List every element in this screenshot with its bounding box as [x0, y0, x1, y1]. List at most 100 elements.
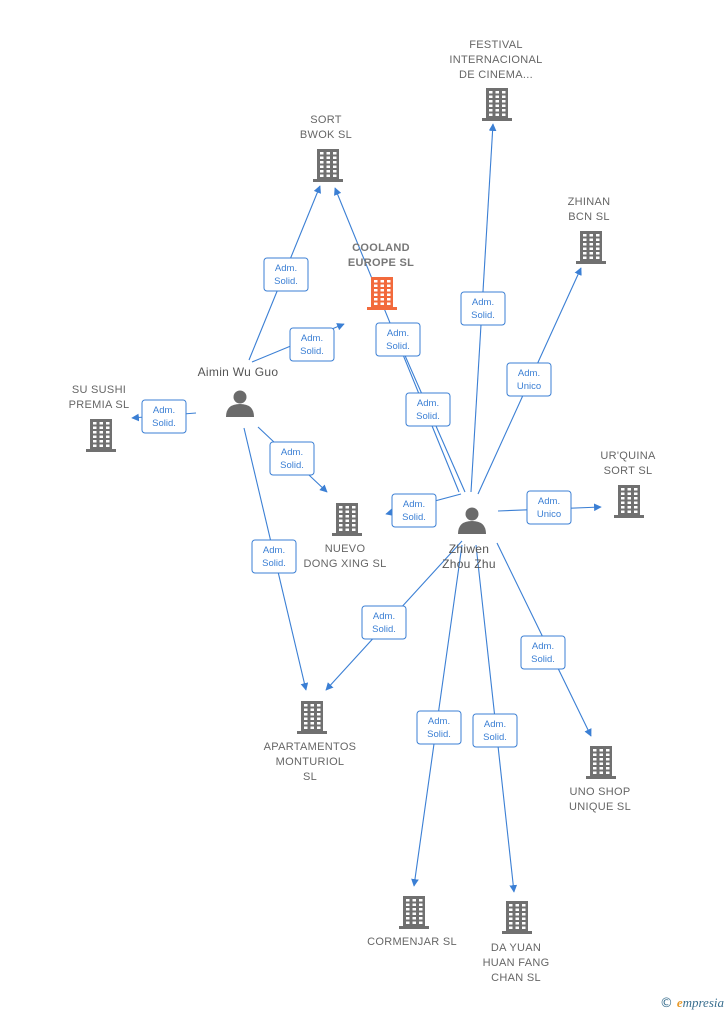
edge-role-badge[interactable]: Adm. Solid. [472, 713, 518, 748]
building-icon [586, 746, 616, 779]
edge-role-badge[interactable]: Adm. Solid. [375, 322, 421, 357]
company-name: UNIQUE SL [569, 801, 631, 813]
edge-role-box [391, 493, 437, 528]
empresia-watermark: ©empresia [660, 995, 724, 1011]
edge-role-box [472, 713, 518, 748]
edge-role-badge[interactable]: Adm. Solid. [416, 710, 462, 745]
company-name: INTERNACIONAL [449, 54, 542, 66]
edge-role-text: Solid. [531, 654, 555, 665]
edge-role-box [405, 392, 451, 427]
company-name: PREMIA SL [69, 399, 130, 411]
company-name: CHAN SL [491, 972, 541, 984]
company-node-apartamentos[interactable]: APARTAMENTOS MONTURIOL SL [264, 701, 357, 783]
company-name: MONTURIOL [276, 756, 345, 768]
company-node-cooland[interactable]: COOLAND EUROPE SL [348, 242, 414, 310]
edge-role-text: Solid. [372, 624, 396, 635]
edge-role-text: Adm. [484, 719, 506, 730]
edge-role-text: Solid. [152, 418, 176, 429]
company-name: SL [303, 771, 317, 783]
edge-role-badge[interactable]: Adm. Solid. [520, 635, 566, 670]
edge-role-text: Solid. [427, 729, 451, 740]
company-name: NUEVO [325, 543, 366, 555]
company-name: UNO SHOP [569, 786, 630, 798]
building-icon [367, 277, 397, 310]
edge-role-badge[interactable]: Adm.Solid. [391, 493, 437, 528]
brand-name: mpresia [682, 995, 724, 1010]
company-node-uno-shop[interactable]: UNO SHOP UNIQUE SL [569, 746, 631, 813]
edge-role-text: Unico [537, 509, 561, 520]
edge-role-text: Adm. [532, 641, 554, 652]
edge-role-text: Adm. [281, 447, 303, 458]
edge-role-box [289, 327, 335, 362]
edge-role-text: Solid. [386, 341, 410, 352]
building-icon [297, 701, 327, 734]
building-icon [614, 485, 644, 518]
building-icon [502, 901, 532, 934]
edge-role-badge[interactable]: Adm. Solid. [141, 399, 187, 434]
company-name: EUROPE SL [348, 257, 414, 269]
person-node-aimin[interactable]: Aimin Wu Guo [198, 365, 279, 417]
edge-role-text: Adm. [417, 398, 439, 409]
edge-role-badge[interactable]: Adm.Unico [506, 362, 552, 397]
edge-role-text: Solid. [262, 558, 286, 569]
copyright-icon: © [659, 996, 673, 1011]
company-name: CORMENJAR SL [367, 936, 457, 948]
edge-role-text: Solid. [483, 732, 507, 743]
company-node-cormenjar[interactable]: CORMENJAR SL [367, 896, 457, 948]
company-name: DA YUAN [491, 942, 541, 954]
edge-role-text: Adm. [403, 499, 425, 510]
person-icon [458, 507, 486, 534]
edge-role-text: Adm. [428, 716, 450, 727]
company-name: APARTAMENTOS [264, 741, 357, 753]
company-name: SORT [310, 114, 342, 126]
company-name: DONG XING SL [303, 558, 386, 570]
edge-role-badge[interactable]: Adm.Solid. [361, 605, 407, 640]
person-name: Zhiwen [449, 542, 489, 556]
company-name: DE CINEMA... [459, 69, 533, 81]
edge-role-badge[interactable]: Adm. Solid. [269, 441, 315, 476]
edge-role-box [361, 605, 407, 640]
building-icon [332, 503, 362, 536]
edge-role-text: Solid. [416, 411, 440, 422]
edge-role-box [269, 441, 315, 476]
edge-role-badge[interactable]: Adm.Solid. [263, 257, 309, 292]
edge-role-badge[interactable]: Adm. Solid. [405, 392, 451, 427]
edge-role-text: Solid. [300, 346, 324, 357]
building-icon [313, 149, 343, 182]
edge-role-badge[interactable]: Adm. Solid. [289, 327, 335, 362]
company-node-nuevo[interactable]: NUEVO DONG XING SL [303, 503, 386, 570]
edge-role-text: Solid. [471, 310, 495, 321]
edge-role-badge[interactable]: Adm.Solid. [251, 539, 297, 574]
edge-role-badge[interactable]: Adm. Solid. [460, 291, 506, 326]
edge-role-box [520, 635, 566, 670]
company-name: HUAN FANG [483, 957, 550, 969]
person-icon [226, 390, 254, 417]
building-icon [399, 896, 429, 929]
building-icon [482, 88, 512, 121]
edge-role-text: Adm. [301, 333, 323, 344]
edge-role-box [416, 710, 462, 745]
company-name: SORT SL [604, 465, 653, 477]
edge-role-text: Adm. [153, 405, 175, 416]
edge-role-text: Adm. [518, 368, 540, 379]
edge-role-text: Adm. [472, 297, 494, 308]
edge-role-text: Adm. [275, 263, 297, 274]
company-name: UR'QUINA [600, 450, 656, 462]
edge-role-text: Adm. [387, 328, 409, 339]
company-node-da-yuan[interactable]: DA YUAN HUAN FANG CHAN SL [483, 901, 550, 984]
edge-role-box [460, 291, 506, 326]
person-name: Aimin Wu Guo [198, 365, 279, 379]
company-name: COOLAND [352, 242, 410, 254]
edge-role-badge[interactable]: Adm.Unico [526, 490, 572, 525]
edge-role-box [263, 257, 309, 292]
company-node-urquina[interactable]: UR'QUINA SORT SL [600, 450, 656, 518]
edge-labels-layer: Adm. Solid. Adm. Solid. Adm. Solid. Adm. Solid.… [141, 257, 572, 748]
edge-role-text: Solid. [280, 460, 304, 471]
